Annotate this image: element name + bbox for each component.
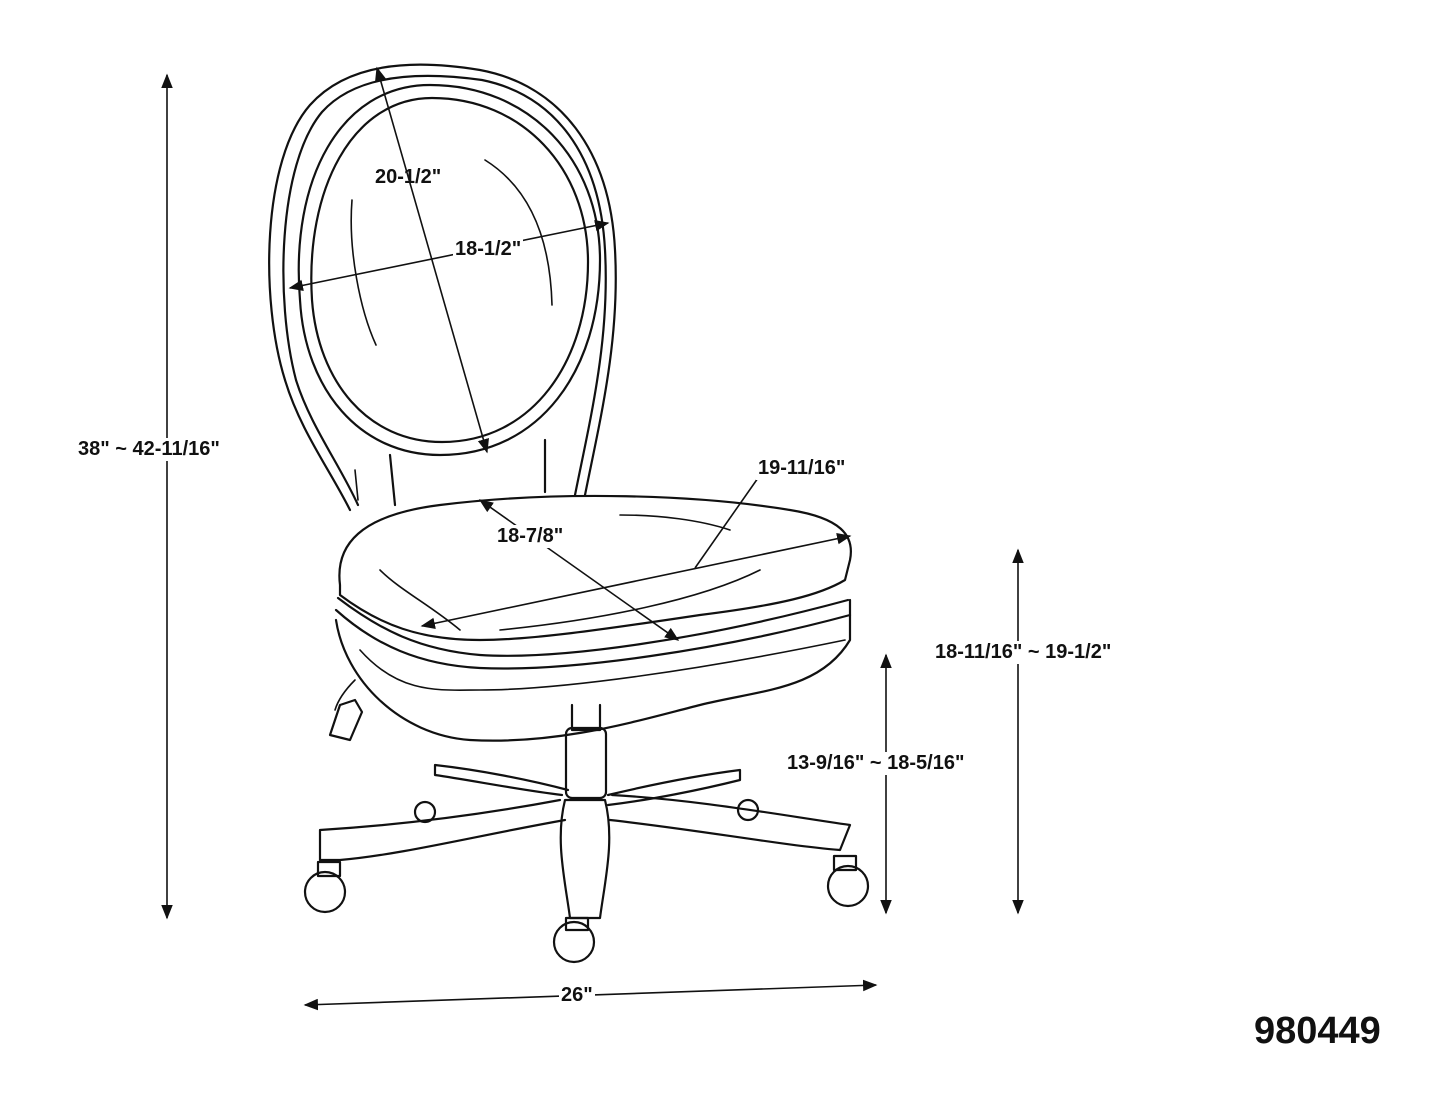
chair-back <box>268 63 617 512</box>
back-width-arrow <box>288 219 610 292</box>
seat-depth-label: 18-7/8" <box>495 525 566 548</box>
seat-depth-arrow <box>478 499 680 641</box>
back-width-label: 18-1/2" <box>453 238 524 261</box>
chair-base <box>303 703 870 964</box>
seat-width-arrow <box>420 533 852 629</box>
chair-seat <box>328 494 852 742</box>
model-number: 980449 <box>1254 1010 1381 1052</box>
seat-width-label: 19-11/16" <box>756 457 848 480</box>
overall-height-label: 38" ~ 42-11/16" <box>76 438 222 461</box>
base-width-label: 26" <box>559 984 595 1007</box>
back-height-label: 20-1/2" <box>375 166 442 188</box>
seat-height-label: 13-9/16" ~ 18-5/16" <box>785 752 967 775</box>
seat-width-leader <box>694 477 759 569</box>
arm-height-label: 18-11/16" ~ 19-1/2" <box>933 641 1114 664</box>
